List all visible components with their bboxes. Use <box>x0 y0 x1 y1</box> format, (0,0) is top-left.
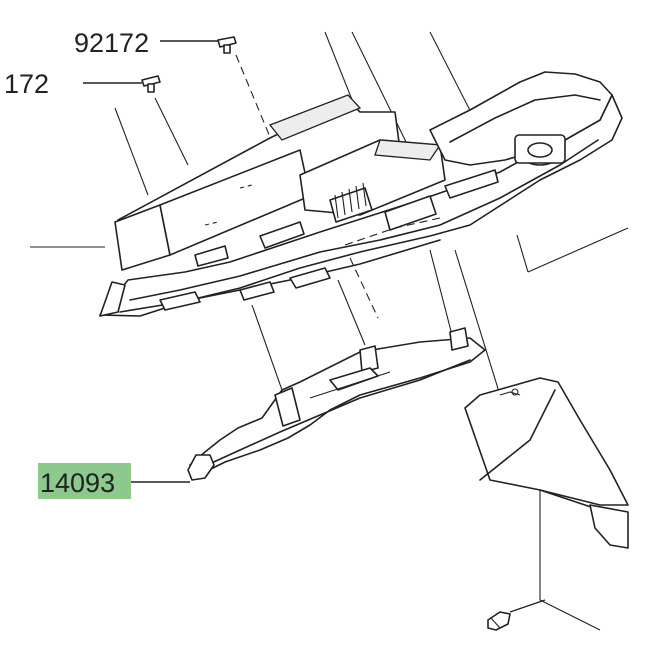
bottom-screw-icon <box>487 599 546 631</box>
part-label-172: 172 <box>4 69 49 99</box>
screw-172-icon <box>141 75 161 93</box>
right-lower-housing <box>464 377 629 631</box>
part-highlight-14093 <box>38 463 131 499</box>
upper-housing <box>99 71 623 317</box>
part-label-14093: 14093 <box>40 468 115 498</box>
screw-92172-icon <box>217 36 237 54</box>
lower-bracket <box>187 327 486 481</box>
part-label-92172: 92172 <box>74 28 149 58</box>
